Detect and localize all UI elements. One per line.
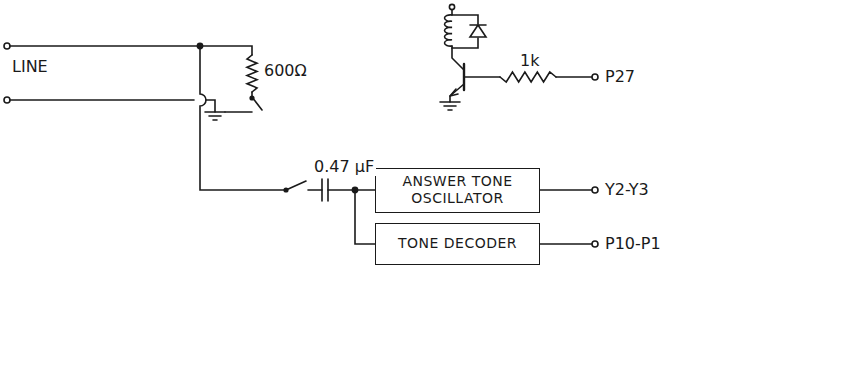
wire — [10, 46, 252, 55]
terminal — [4, 43, 10, 49]
block-label: TONE DECODER — [398, 235, 517, 253]
transistor-symbol — [450, 48, 464, 102]
wire — [540, 189, 592, 191]
wire — [464, 76, 500, 78]
ground-symbol — [205, 112, 225, 120]
switch-symbol — [225, 92, 262, 112]
switch-symbol — [284, 181, 322, 192]
relay-coil — [445, 15, 452, 46]
terminal — [4, 97, 10, 103]
component-value: 1k — [518, 52, 541, 70]
pin-name: P10-P1 — [603, 235, 663, 253]
diode-symbol — [470, 25, 486, 37]
wire — [556, 76, 592, 78]
ground-symbol — [440, 102, 460, 110]
capacitor-symbol — [322, 179, 355, 201]
wire — [206, 100, 215, 112]
terminal — [592, 187, 598, 193]
terminal — [449, 4, 454, 9]
wire — [452, 10, 478, 48]
wire — [540, 243, 592, 245]
pin-name: Y2-Y3 — [603, 181, 651, 199]
function-block: TONE DECODER — [375, 223, 540, 265]
resistor-symbol — [500, 72, 556, 82]
wire — [10, 99, 194, 101]
resistor-symbol — [247, 55, 257, 92]
terminal — [592, 74, 598, 80]
function-block: ANSWER TONE OSCILLATOR — [375, 168, 540, 213]
terminal — [592, 241, 598, 247]
component-value: 0.47 µF — [312, 158, 376, 176]
component-value: 600Ω — [262, 62, 309, 80]
block-label: ANSWER TONE OSCILLATOR — [384, 173, 531, 208]
line-label: LINE — [10, 58, 50, 76]
signal-wire — [355, 190, 375, 244]
pin-name: P27 — [603, 68, 637, 86]
